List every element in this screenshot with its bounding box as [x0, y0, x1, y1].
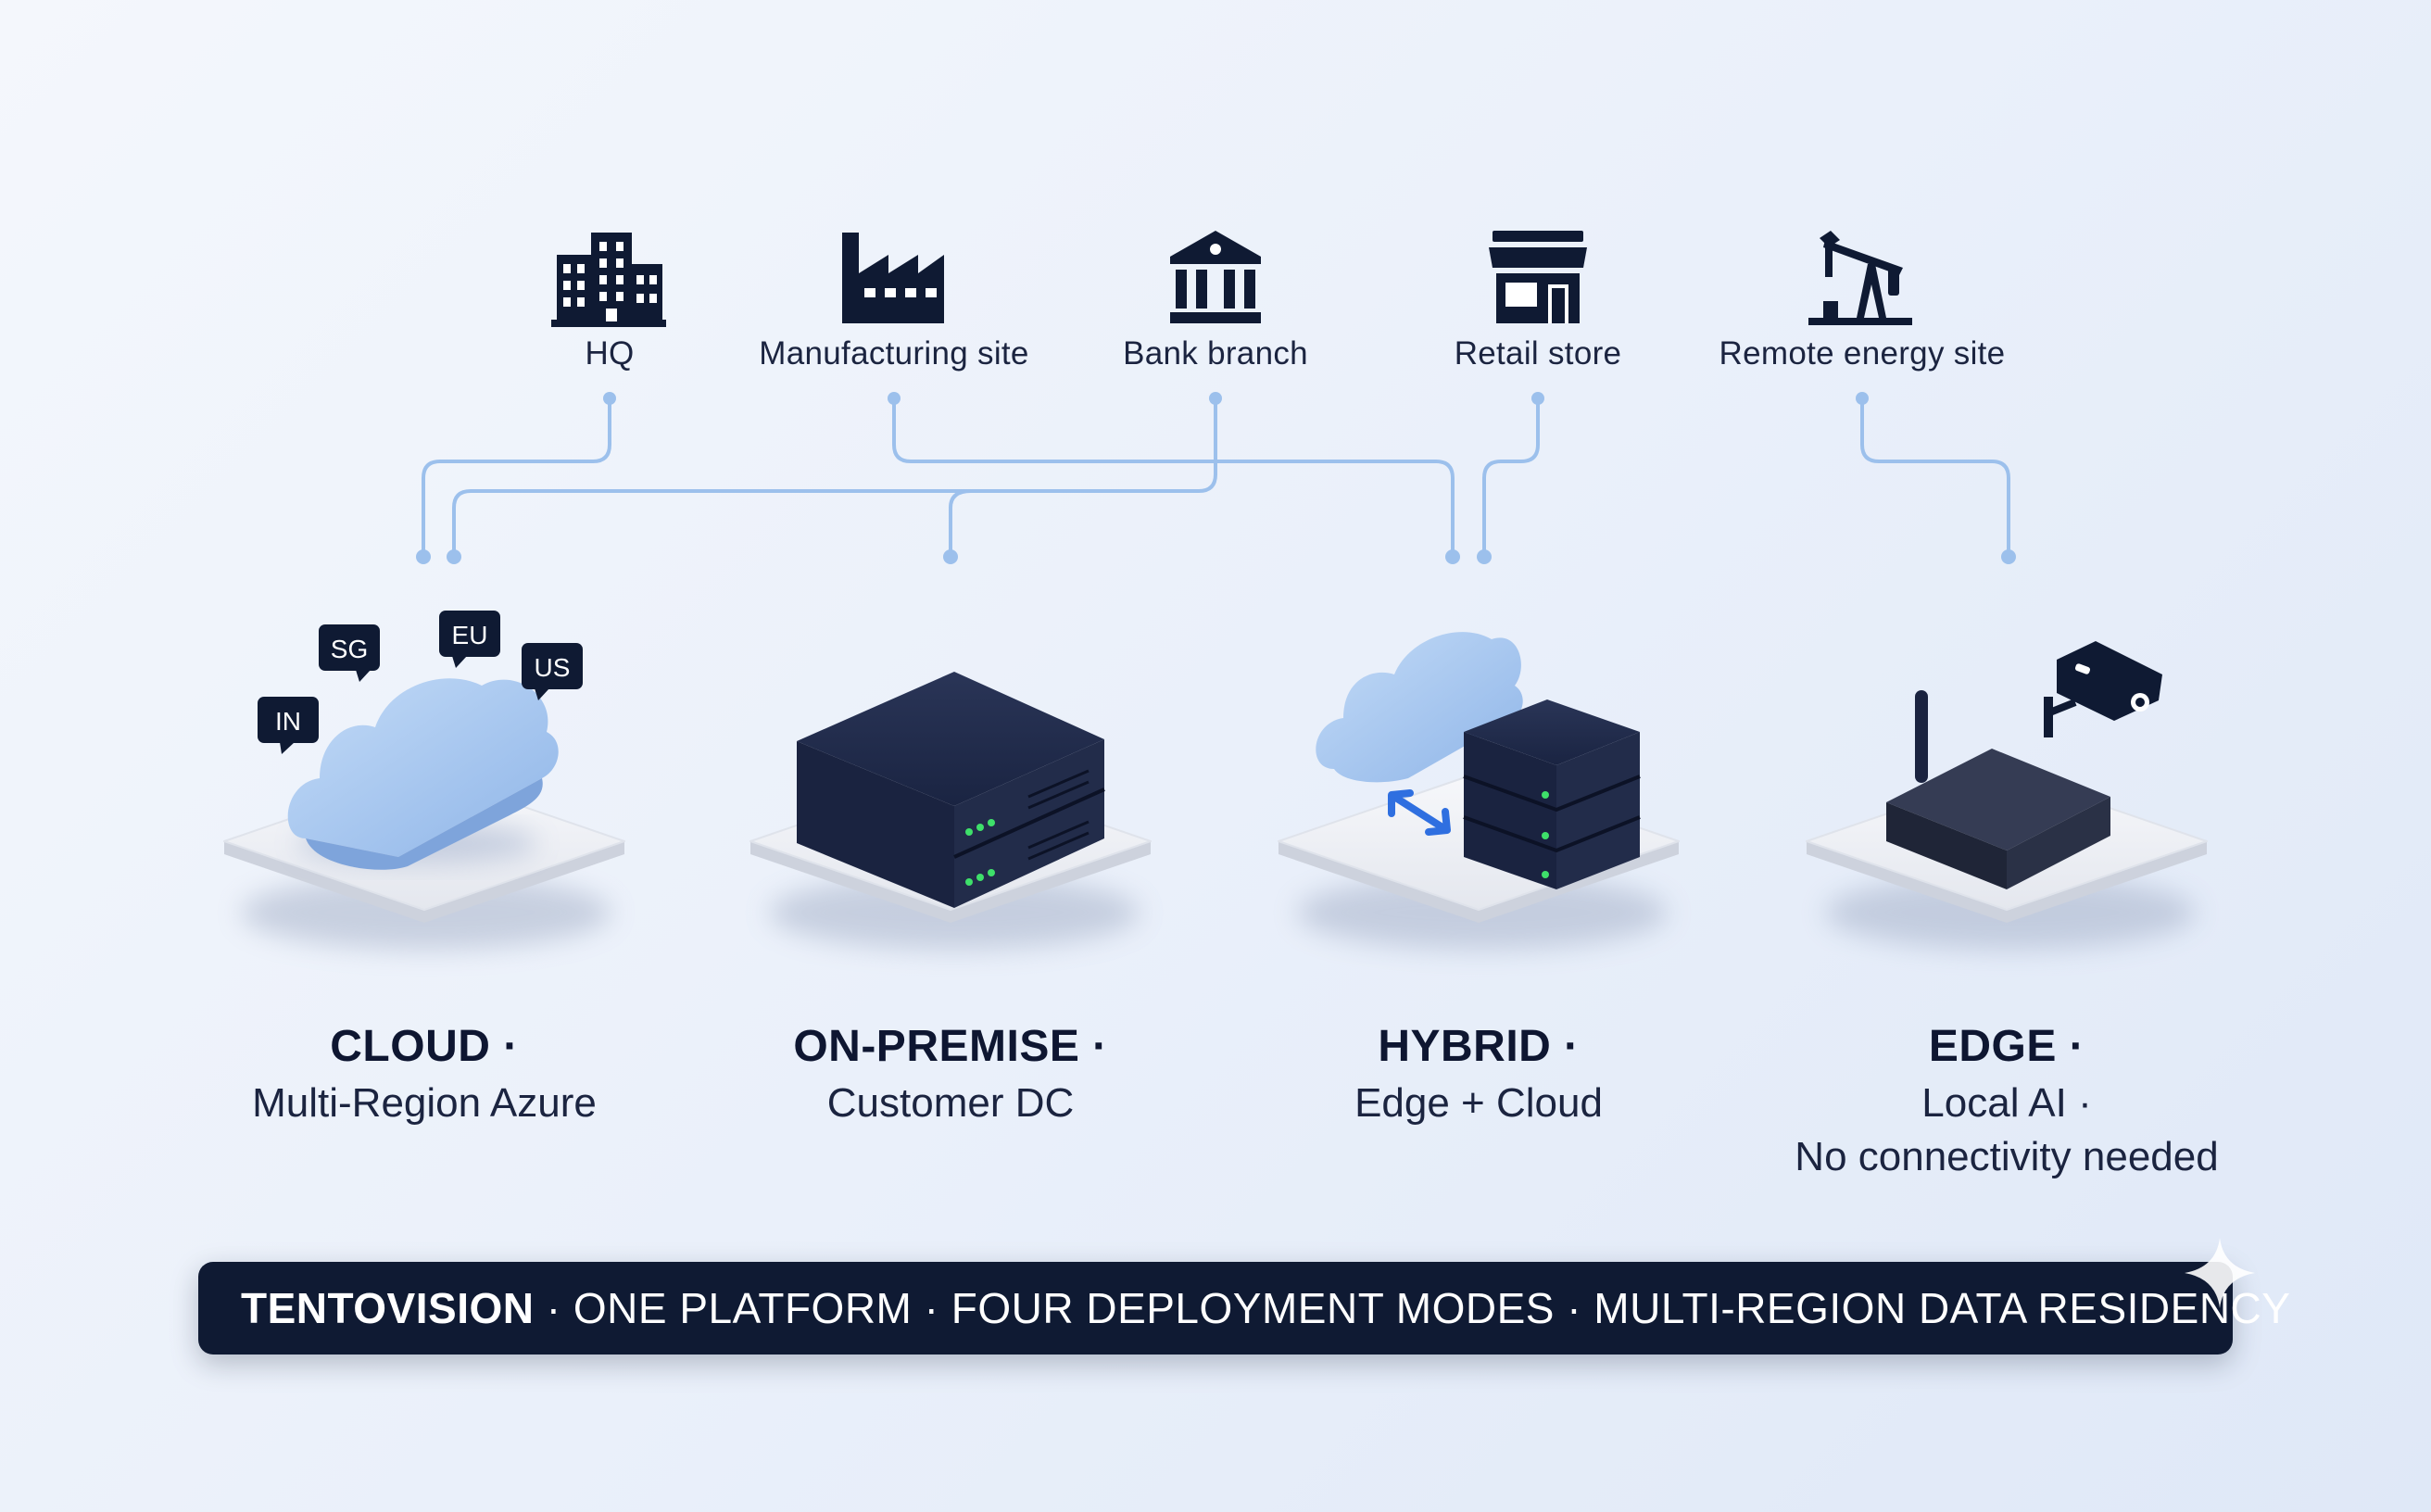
- cloud-server-icon: [1316, 632, 1641, 889]
- region-tag-sg-text: SG: [331, 635, 368, 663]
- connector-energy-edge: [1860, 397, 2010, 558]
- factory-icon: [842, 233, 944, 323]
- connector-dot: [888, 392, 901, 405]
- bank-icon: [1170, 231, 1261, 323]
- connector-dot: [1209, 392, 1222, 405]
- mode-title-hybrid: HYBRID ·: [1378, 1022, 1580, 1071]
- connector-dot: [1477, 549, 1492, 564]
- connector-dot: [2001, 549, 2016, 564]
- footer-banner: TENTOVISION · ONE PLATFORM · FOUR DEPLOY…: [198, 1262, 2290, 1354]
- region-tag-eu: EU: [439, 611, 500, 668]
- mode-subtitle-hybrid: Edge + Cloud: [1354, 1080, 1603, 1126]
- region-tag-eu-text: EU: [452, 621, 488, 649]
- banner-tagline: · ONE PLATFORM · FOUR DEPLOYMENT MODES ·…: [534, 1284, 2291, 1332]
- site-label-retail: Retail store: [1454, 335, 1622, 372]
- cloud-icon: [287, 678, 559, 870]
- region-tag-sg: SG: [319, 624, 380, 682]
- connector-dot: [603, 392, 616, 405]
- sparkle-icon: [2185, 1238, 2255, 1308]
- connector-dot: [1445, 549, 1460, 564]
- region-tag-us-text: US: [535, 653, 571, 682]
- connector-dot: [416, 549, 431, 564]
- site-label-manufacturing: Manufacturing site: [759, 335, 1029, 372]
- mode-subtitle-onprem: Customer DC: [826, 1080, 1075, 1126]
- office-building-icon: [551, 233, 666, 327]
- site-label-energy: Remote energy site: [1719, 335, 2006, 372]
- connector-bank-cloud: [452, 397, 1217, 558]
- connector-manufacturing-hybrid: [892, 397, 1455, 558]
- oil-pump-icon: [1808, 231, 1912, 325]
- mode-subtitle-edge-line2: No connectivity needed: [1795, 1134, 2219, 1179]
- connector-hq-cloud: [422, 397, 611, 558]
- connector-dot: [447, 549, 461, 564]
- connector-dot: [1856, 392, 1869, 405]
- mode-title-onprem: ON-PREMISE ·: [793, 1022, 1108, 1071]
- edge-device-icon: [1886, 690, 2110, 889]
- mode-title-edge: EDGE ·: [1928, 1022, 2085, 1071]
- connector-dot: [943, 549, 958, 564]
- mode-title-cloud: CLOUD ·: [330, 1022, 519, 1071]
- security-camera-icon: [2044, 641, 2162, 737]
- region-tag-us: US: [522, 643, 583, 700]
- site-label-bank: Bank branch: [1123, 335, 1308, 372]
- connector-bank-onprem: [949, 489, 973, 558]
- region-tag-in: IN: [258, 697, 319, 754]
- mode-subtitle-edge: Local AI ·: [1921, 1080, 2092, 1126]
- banner-brand: TENTOVISION: [241, 1284, 535, 1332]
- store-icon: [1489, 231, 1587, 323]
- mode-subtitle-cloud: Multi-Region Azure: [252, 1080, 597, 1126]
- connector-dot: [1531, 392, 1544, 405]
- connector-retail-hybrid: [1482, 397, 1540, 558]
- site-label-hq: HQ: [585, 335, 635, 372]
- region-tag-in-text: IN: [275, 707, 301, 736]
- server-icon: [797, 672, 1105, 908]
- sync-arrow-icon: [1388, 789, 1451, 836]
